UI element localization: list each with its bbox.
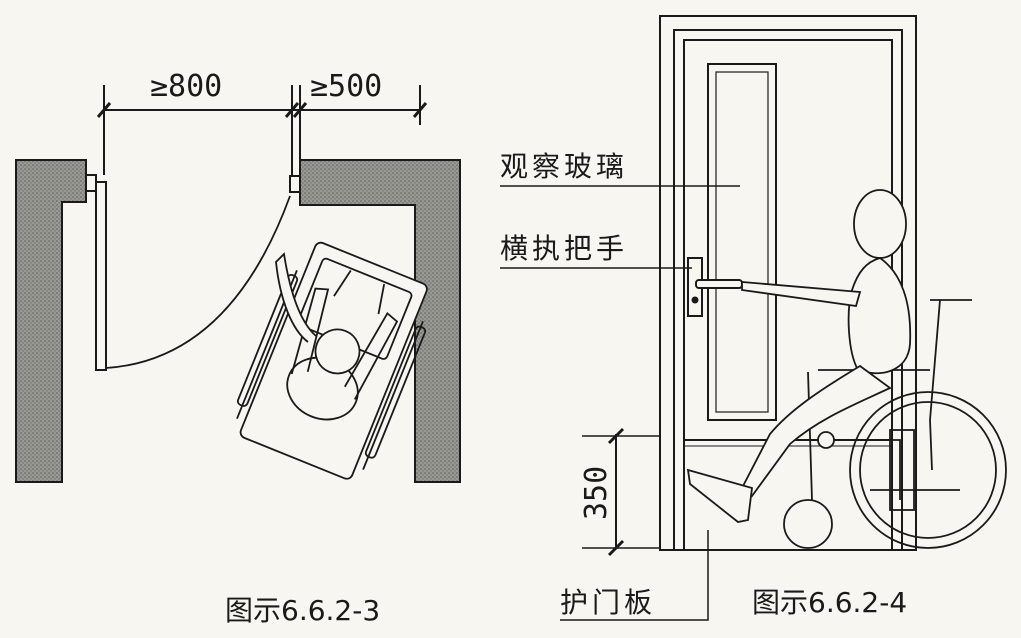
caption-left: 图示6.6.2-3 xyxy=(225,594,380,627)
wall-right xyxy=(299,159,461,483)
door-leaf-open xyxy=(95,181,107,371)
reaching-arm xyxy=(275,252,317,343)
label-lever-handle: 横执把手 xyxy=(500,232,628,265)
door-stop-right xyxy=(289,175,301,193)
dim-door-width: ≥800 xyxy=(150,69,222,104)
door-elevation-figure: 观察玻璃 横执把手 350 护门板 xyxy=(500,15,1007,621)
wall-left xyxy=(15,159,87,483)
dim-kickplate-height: 350 xyxy=(579,466,614,520)
door-plan-figure: ≥800 ≥500 图示6.6.2-3 xyxy=(15,69,461,627)
dim-side-clearance: ≥500 xyxy=(310,69,382,104)
caption-right: 图示6.6.2-4 xyxy=(752,586,907,619)
observation-glass xyxy=(707,63,777,421)
door-hinge xyxy=(85,174,97,192)
label-kick-plate: 护门板 xyxy=(560,586,656,619)
wheelchair-side xyxy=(783,299,1007,549)
dimension-line-kickplate xyxy=(582,427,660,557)
dimension-line-top xyxy=(96,85,428,175)
door-swing-arc xyxy=(105,195,291,369)
label-observation-glass: 观察玻璃 xyxy=(500,150,628,183)
seated-person xyxy=(686,189,912,523)
wheelchair-plan xyxy=(236,241,428,480)
lever-handle xyxy=(695,279,743,289)
leader-kickplate xyxy=(560,530,709,621)
